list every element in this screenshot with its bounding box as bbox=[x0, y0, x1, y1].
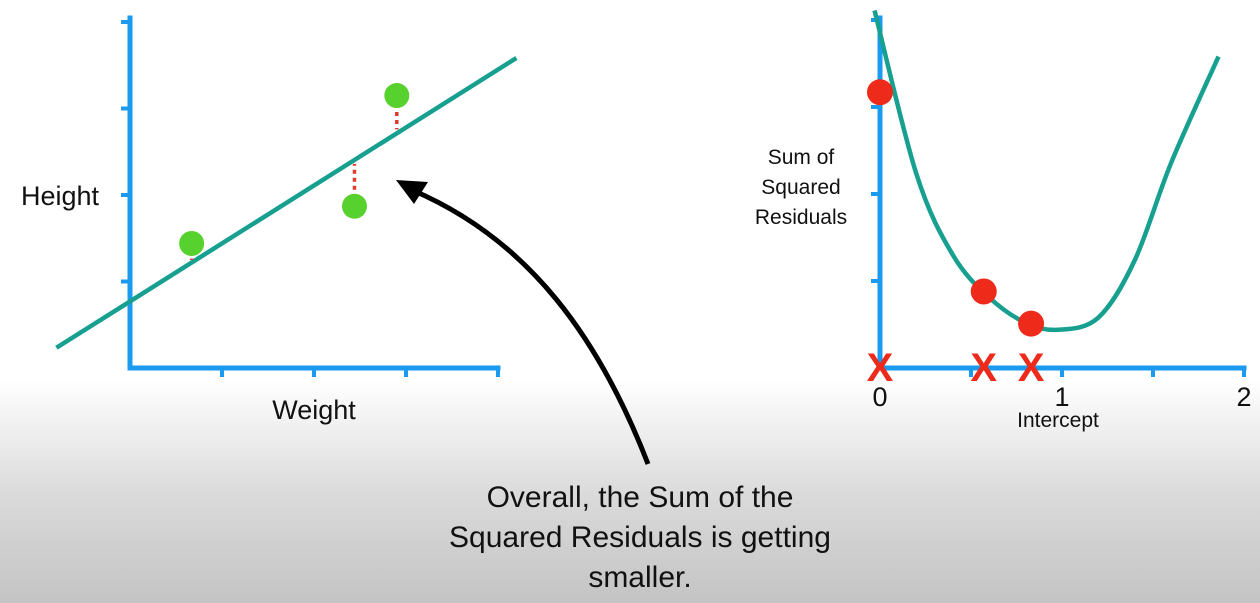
left-chart: Height Weight bbox=[21, 15, 518, 425]
data-point bbox=[384, 83, 410, 109]
annotation-arrow bbox=[396, 180, 651, 465]
ssr-points bbox=[867, 79, 1045, 337]
arrow-shaft bbox=[411, 187, 651, 465]
y-axis-label-line: Sum of bbox=[768, 146, 835, 169]
arrow-head bbox=[396, 180, 428, 204]
left-residuals bbox=[189, 112, 399, 260]
intercept-x-marker: X bbox=[867, 346, 894, 390]
data-point bbox=[179, 230, 205, 256]
ssr-point bbox=[1018, 310, 1045, 337]
y-axis-label-line: Residuals bbox=[755, 206, 847, 229]
intercept-x-marker: X bbox=[970, 346, 997, 390]
caption-line-1: Overall, the Sum of the bbox=[486, 481, 794, 514]
left-axes bbox=[121, 15, 501, 377]
left-x-axis-label: Weight bbox=[272, 395, 356, 425]
left-points bbox=[179, 83, 410, 256]
right-x-axis-label: Intercept bbox=[1017, 409, 1099, 432]
left-fit-line-group bbox=[55, 56, 518, 350]
ssr-point bbox=[867, 79, 893, 106]
x-tick-label: 1 bbox=[1054, 382, 1069, 412]
fit-line bbox=[55, 56, 518, 350]
ssr-curve-group bbox=[872, 9, 1221, 333]
caption-line-3: smaller. bbox=[588, 561, 692, 594]
caption: Overall, the Sum of the Squared Residual… bbox=[390, 478, 890, 598]
right-x-tick-labels: 0 1 2 bbox=[872, 382, 1251, 412]
data-point bbox=[341, 193, 367, 219]
ssr-point bbox=[970, 278, 997, 305]
x-tick-label: 0 bbox=[872, 382, 887, 412]
caption-line-2: Squared Residuals is getting bbox=[449, 521, 831, 554]
intercept-x-marker: X bbox=[1018, 346, 1045, 390]
x-tick-label: 2 bbox=[1236, 382, 1251, 412]
ssr-curve bbox=[872, 9, 1221, 333]
y-axis-label-line: Squared bbox=[761, 176, 840, 199]
left-y-axis-label: Height bbox=[21, 181, 100, 211]
